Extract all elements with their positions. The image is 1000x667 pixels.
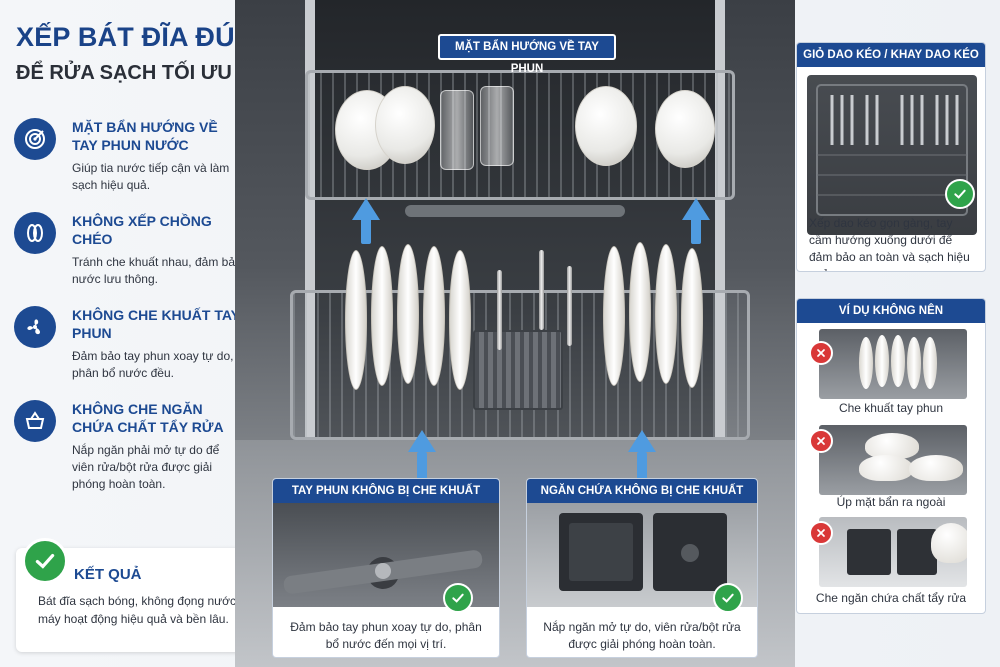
top-callout-tag: MẶT BẨN HƯỚNG VỀ TAY PHUN (438, 34, 616, 75)
spoon (567, 266, 572, 346)
plate (923, 337, 937, 389)
plate (423, 246, 445, 386)
plate (681, 248, 703, 388)
cross-icon (809, 341, 833, 365)
plate (629, 242, 651, 382)
tip-title: KHÔNG CHE NGĂN CHỨA CHẤT TẨY RỬA (72, 401, 224, 435)
bowl (575, 86, 637, 166)
detergent-card-caption: Nắp ngăn mở tự do, viên rửa/bột rửa được… (543, 620, 741, 651)
bowl (859, 455, 913, 481)
plate (371, 246, 393, 386)
spray-arm-card-caption: Đảm bảo tay phun xoay tự do, phân bổ nướ… (290, 620, 482, 651)
cutlery-card-caption: Xếp dao kéo gọn gàng, tay cầm hướng xuốn… (809, 216, 970, 271)
tip-text: Nắp ngăn phải mở tự do để viên rửa/bột r… (72, 443, 220, 491)
example-caption: Úp mặt bẩn ra ngoài (836, 495, 946, 509)
plates-icon (14, 212, 56, 254)
plate (907, 337, 921, 389)
tip-title: KHÔNG CHE KHUẤT TAY PHUN (72, 307, 240, 341)
check-icon (22, 538, 68, 584)
check-icon (713, 583, 743, 613)
tip-text: Đảm bảo tay phun xoay tự do, phân bổ nướ… (72, 349, 234, 380)
plate (449, 250, 471, 390)
cutlery-card-title: GIỎ DAO KÉO / KHAY DAO KÉO (797, 43, 985, 67)
plate (397, 244, 419, 384)
target-icon (14, 118, 56, 160)
water-arrow (417, 452, 427, 482)
example-image (819, 425, 967, 495)
detergent-card: NGĂN CHỨA KHÔNG BỊ CHE KHUẤT Nắp ngăn mở… (526, 478, 758, 658)
check-icon (945, 179, 975, 209)
example-caption: Che khuất tay phun (838, 401, 944, 415)
bowl (931, 523, 967, 563)
example-image (819, 329, 967, 399)
plate (875, 335, 889, 387)
detergent-compartment (847, 529, 891, 575)
tip-title: KHÔNG XẾP CHỒNG CHÉO (72, 213, 212, 247)
tip-no-overlap: KHÔNG XẾP CHỒNG CHÉO Tránh che khuất nha… (14, 212, 242, 292)
tip-no-block-arm: KHÔNG CHE KHUẤT TAY PHUN Đảm bảo tay phu… (14, 306, 240, 386)
result-text: Bát đĩa sạch bóng, không đọng nước, máy … (38, 594, 240, 626)
water-arrow (637, 452, 647, 482)
plate (891, 335, 905, 387)
plate (345, 250, 367, 390)
bowl (375, 86, 435, 164)
glass (480, 86, 514, 166)
bowl (865, 433, 919, 459)
example-image (819, 517, 967, 587)
spray-arm-card: TAY PHUN KHÔNG BỊ CHE KHUẤT Đảm bảo tay … (272, 478, 500, 658)
knife (539, 250, 544, 330)
spoon (497, 270, 502, 350)
plate (603, 246, 625, 386)
detergent-card-title: NGĂN CHỨA KHÔNG BỊ CHE KHUẤT (527, 479, 757, 503)
cutlery-card: GIỎ DAO KÉO / KHAY DAO KÉO Xếp dao kéo g… (796, 42, 986, 272)
tip-no-block-detergent: KHÔNG CHE NGĂN CHỨA CHẤT TẨY RỬA Nắp ngă… (14, 400, 239, 500)
plate (859, 337, 873, 389)
page-subtitle: ĐỂ RỬA SẠCH TỐI ƯU (16, 62, 232, 84)
spray-arm-card-title: TAY PHUN KHÔNG BỊ CHE KHUẤT (273, 479, 499, 503)
cutlery-basket-image (807, 75, 977, 235)
upper-spray-arm (405, 205, 625, 217)
glass (440, 90, 474, 170)
dont-examples-card: VÍ DỤ KHÔNG NÊN Che khuất tay phun Úp mặ… (796, 298, 986, 614)
water-arrow-head (408, 430, 436, 452)
result-title: KẾT QUẢ (74, 566, 142, 583)
water-arrow (361, 218, 371, 244)
cross-icon (809, 429, 833, 453)
result-box: KẾT QUẢ Bát đĩa sạch bóng, không đọng nư… (16, 538, 256, 652)
cross-icon (809, 521, 833, 545)
tip-text: Giúp tia nước tiếp cận và làm sạch hiệu … (72, 161, 230, 192)
fan-icon (14, 306, 56, 348)
water-arrow (691, 218, 701, 244)
check-icon (443, 583, 473, 613)
basket-icon (14, 400, 56, 442)
water-arrow-head (628, 430, 656, 452)
water-arrow-head (682, 198, 710, 220)
bowl (655, 90, 715, 168)
tip-dirty-side: MẶT BẨN HƯỚNG VỀ TAY PHUN NƯỚC Giúp tia … (14, 118, 239, 198)
dont-card-title: VÍ DỤ KHÔNG NÊN (797, 299, 985, 323)
plate (655, 244, 677, 384)
detergent-lid (897, 529, 937, 575)
example-caption: Che ngăn chứa chất tẩy rửa (815, 591, 967, 605)
bowl (909, 455, 963, 481)
tip-title: MẶT BẨN HƯỚNG VỀ TAY PHUN NƯỚC (72, 119, 218, 153)
cutlery-basket (473, 330, 563, 410)
tip-text: Tránh che khuất nhau, đảm bảo nước lưu t… (72, 255, 242, 286)
water-arrow-head (352, 198, 380, 220)
detergent-image (527, 503, 757, 607)
